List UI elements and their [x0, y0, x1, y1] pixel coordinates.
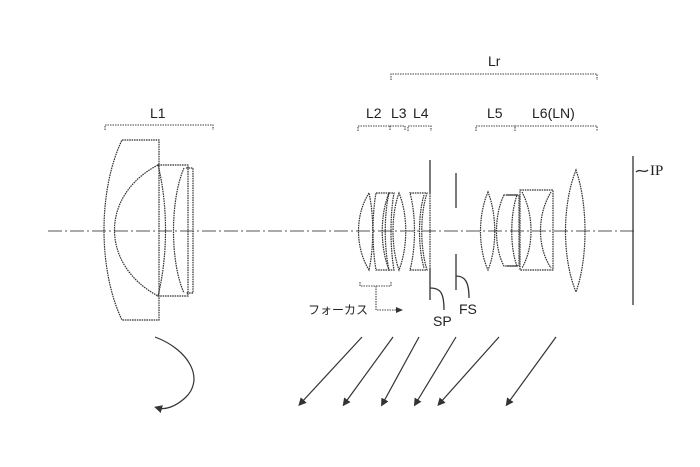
l3-lens: [392, 191, 407, 272]
l1-rotation-arrow: [154, 336, 195, 413]
aperture-stop-sp: SP: [429, 160, 452, 329]
l2-lens: [357, 191, 395, 272]
ip-label: IP: [650, 163, 663, 179]
image-plane-ip: IP: [632, 156, 663, 305]
movement-arrows: [298, 336, 557, 407]
lr-bracket: Lr: [390, 53, 598, 80]
l5-label: L5: [487, 105, 503, 121]
l4-label: L4: [413, 105, 429, 121]
l4-lens: [409, 192, 428, 271]
focus-label: フォーカス: [308, 303, 368, 317]
lr-label: Lr: [488, 53, 501, 69]
l5-lens: [479, 190, 496, 272]
l6-lens: [495, 168, 586, 294]
l5-l6-brackets: L5 L6(LN): [475, 105, 598, 131]
l2-l4-brackets: L2 L3 L4: [357, 105, 432, 131]
l3-label: L3: [391, 105, 407, 121]
l6-label: L6(LN): [532, 105, 575, 121]
fs-label: FS: [459, 301, 477, 317]
flare-stop-fs: FS: [455, 173, 477, 317]
focus-indicator: フォーカス: [308, 282, 403, 317]
sp-label: SP: [433, 313, 452, 329]
l1-label: L1: [150, 105, 166, 121]
l2-label: L2: [366, 105, 382, 121]
l1-group: L1: [103, 105, 214, 321]
